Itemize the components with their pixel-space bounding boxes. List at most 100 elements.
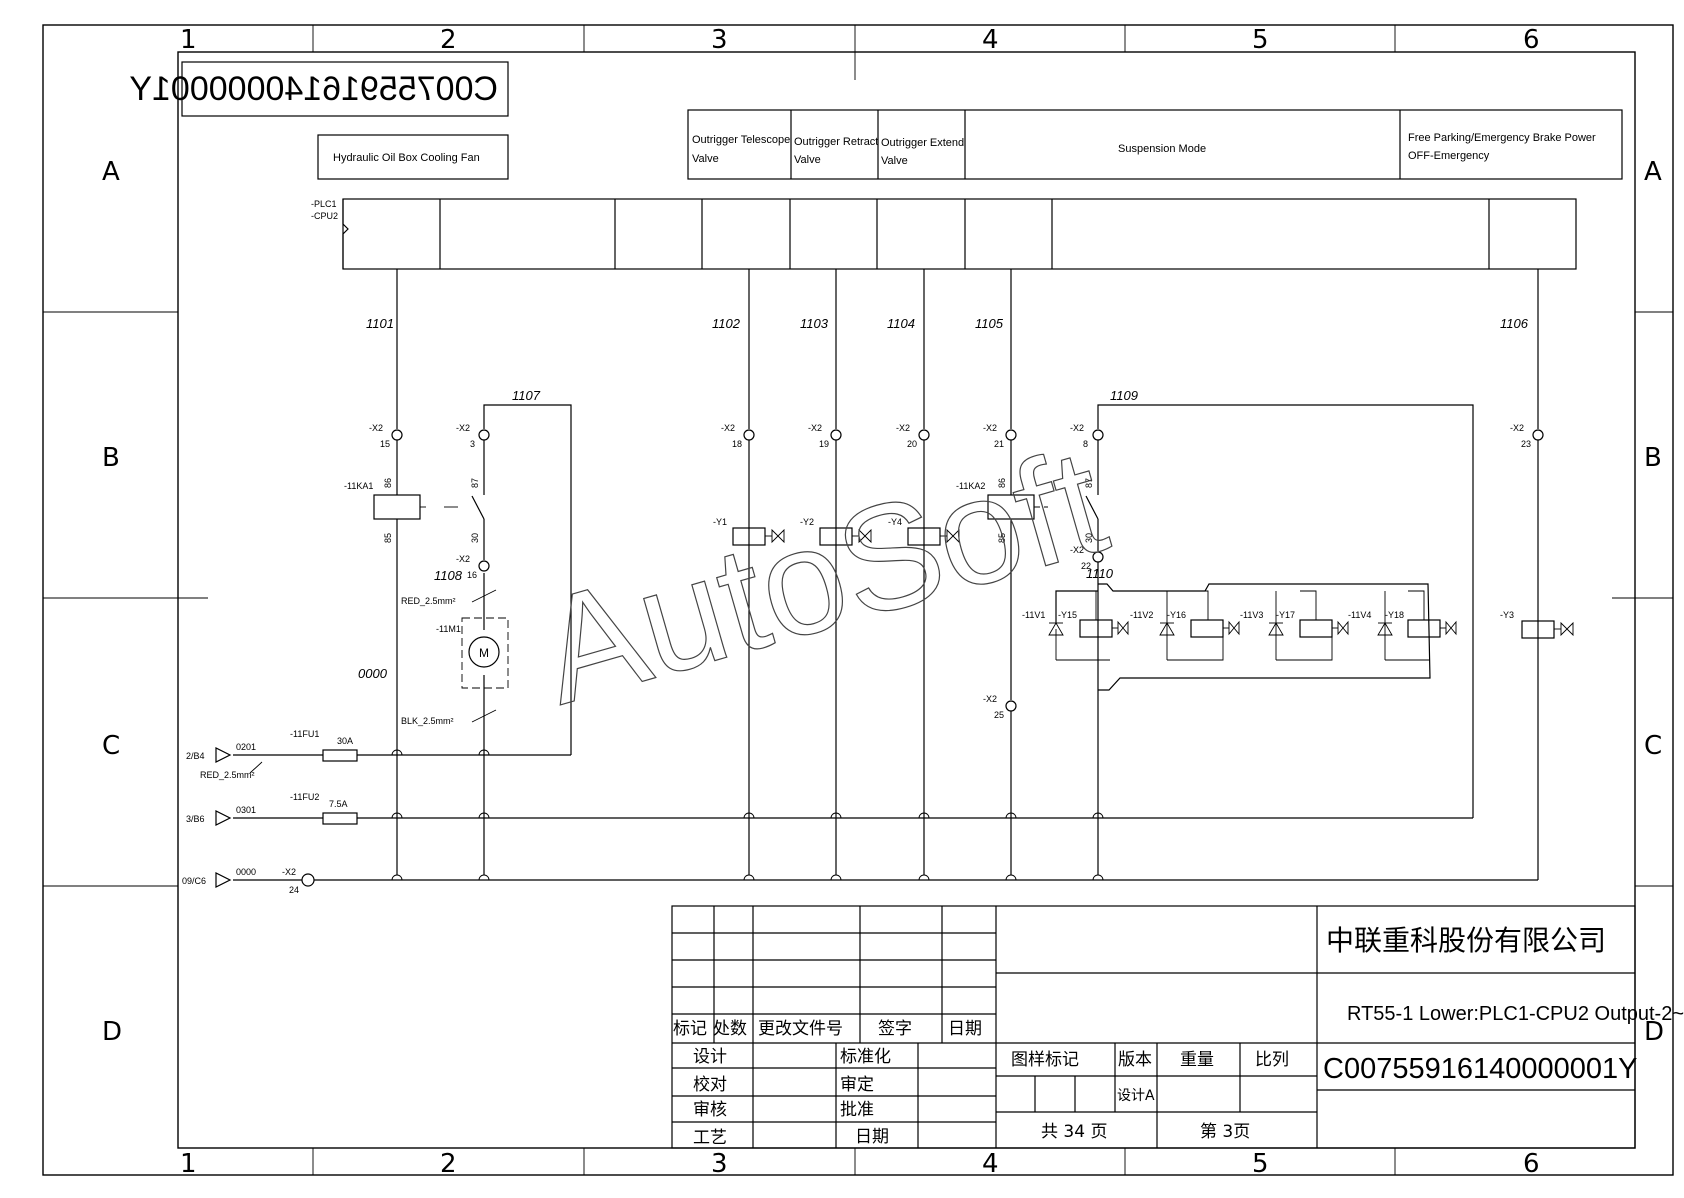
svg-text:30: 30 <box>470 533 480 543</box>
motor-red-cable: RED_2.5mm² <box>401 596 456 606</box>
terminal-x2-19 <box>830 429 842 441</box>
svg-text:22: 22 <box>1081 561 1091 571</box>
plc-output-module: -PLC1 -CPU2 <box>311 198 1577 270</box>
terminal-x2-20 <box>918 429 930 441</box>
header-telescope-line1: Outrigger Telescope <box>692 134 790 146</box>
header-retract-line2: Valve <box>794 154 821 166</box>
wire-1101: 1101 <box>366 316 394 331</box>
svg-text:-X2: -X2 <box>369 423 383 433</box>
supply-ref-2b4: 2/B4 <box>186 751 205 761</box>
terminal-x2-16 <box>478 560 490 572</box>
suspension-valve-group: -11V1 -Y15 -11V2 -Y16 -11V3 -Y17 -11V4 <box>1022 583 1457 691</box>
svg-text:86: 86 <box>383 478 393 488</box>
header-telescope-line2: Valve <box>692 153 719 165</box>
terminal-x2-24 <box>301 873 315 887</box>
mirrored-number-box: C00755916140000001Y <box>129 61 509 117</box>
circuit-wires <box>233 269 1539 881</box>
supply-wire-0301: 0301 <box>236 805 256 815</box>
svg-text:-X2: -X2 <box>983 423 997 433</box>
supply-wire-0000: 0000 <box>236 867 256 877</box>
header-brake-line1: Free Parking/Emergency Brake Power <box>1408 132 1596 144</box>
wire-1102: 1102 <box>712 316 741 331</box>
col-label-top-5: 5 <box>1252 25 1269 55</box>
svg-text:86: 86 <box>997 478 1007 488</box>
terminal-x2-23 <box>1532 429 1544 441</box>
tb-approve: 批准 <box>840 1100 874 1120</box>
svg-text:23: 23 <box>1521 439 1531 449</box>
wire-numbers: 1101 1102 1103 1104 1105 1106 1107 1108 … <box>358 316 1529 681</box>
col-label-top-1: 1 <box>180 25 197 55</box>
grid-labels: 1 2 3 4 5 6 1 2 3 4 5 6 A B C D A B C D <box>102 25 1664 1179</box>
svg-text:-X2: -X2 <box>456 423 470 433</box>
svg-text:21: 21 <box>994 439 1004 449</box>
col-label-bottom-4: 4 <box>982 1149 999 1179</box>
function-headers: Hydraulic Oil Box Cooling Fan Outrigger … <box>317 109 1623 180</box>
tb-version: 版本 <box>1118 1050 1152 1070</box>
wire-1108: 1108 <box>434 568 463 583</box>
svg-text:20: 20 <box>907 439 917 449</box>
header-retract-line1: Outrigger Retract <box>794 136 878 148</box>
fuse-fu1-tag: -11FU1 <box>290 729 319 739</box>
col-label-bottom-2: 2 <box>440 1149 457 1179</box>
row-label-right-d: D <box>1644 1017 1664 1047</box>
row-label-left-c: C <box>102 731 120 761</box>
svg-text:-X2: -X2 <box>1070 423 1084 433</box>
tb-review: 审定 <box>840 1075 874 1095</box>
tb-process: 工艺 <box>693 1128 727 1148</box>
bus-crossings <box>391 749 1104 881</box>
svg-text:-X2: -X2 <box>983 694 997 704</box>
wire-1105: 1105 <box>975 316 1004 331</box>
wire-1107: 1107 <box>512 388 541 403</box>
cooling-fan-motor: M -11M1 RED_2.5mm² BLK_2.5mm² <box>401 589 509 726</box>
svg-text:-X2: -X2 <box>896 423 910 433</box>
svg-text:85: 85 <box>997 533 1007 543</box>
svg-text:15: 15 <box>380 439 390 449</box>
tb-mark: 图样标记 <box>1011 1050 1079 1070</box>
tb-rev-place: 处数 <box>713 1019 747 1039</box>
fuse-fu1-rating: 30A <box>337 736 353 746</box>
svg-text:-Y2: -Y2 <box>800 517 814 527</box>
title-block: 标记 处数 更改文件号 签字 日期 设计 标准化 校对 审定 审核 批准 工艺 … <box>671 905 1684 1149</box>
svg-text:-Y17: -Y17 <box>1276 610 1295 620</box>
col-label-top-4: 4 <box>982 25 999 55</box>
svg-text:30: 30 <box>1084 533 1094 543</box>
cpu-tag: -CPU2 <box>311 211 338 221</box>
supply-ref-09c6: 09/C6 <box>182 876 206 886</box>
valve-y2: -Y2 <box>800 517 872 546</box>
svg-text:16: 16 <box>467 570 477 580</box>
tb-drawing-title: RT55-1 Lower:PLC1-CPU2 Output-2~2 <box>1347 1003 1684 1025</box>
relay-ka1-tag: -11KA1 <box>344 481 373 491</box>
supply-ref-3b6: 3/B6 <box>186 814 205 824</box>
tb-rev-mark: 标记 <box>673 1019 707 1039</box>
plc-tag: -PLC1 <box>311 199 337 209</box>
terminal-x2-8 <box>1092 429 1104 441</box>
svg-text:85: 85 <box>383 533 393 543</box>
tb-rev-date: 日期 <box>948 1019 982 1039</box>
terminal-x2-25 <box>1005 700 1017 712</box>
svg-text:18: 18 <box>732 439 742 449</box>
wire-0000: 0000 <box>358 666 388 681</box>
autosoft-watermark: AutoSoft <box>523 416 1122 736</box>
tb-page: 第 3页 <box>1200 1122 1250 1142</box>
motor-symbol: M <box>479 646 489 660</box>
svg-text:-X2: -X2 <box>1510 423 1524 433</box>
fuse-fu2-tag: -11FU2 <box>290 792 319 802</box>
svg-text:-X2: -X2 <box>1070 545 1084 555</box>
tb-drawing-number: C00755916140000001Y <box>1323 1053 1637 1085</box>
col-label-top-6: 6 <box>1523 25 1540 55</box>
svg-text:-Y1: -Y1 <box>713 517 727 527</box>
col-label-bottom-5: 5 <box>1252 1149 1269 1179</box>
terminal-x2-15 <box>391 429 403 441</box>
header-extend-line1: Outrigger Extend <box>881 137 964 149</box>
row-label-left-d: D <box>102 1017 122 1047</box>
header-cooling-fan: Hydraulic Oil Box Cooling Fan <box>333 152 480 164</box>
relay-11ka2: -11KA2 86 85 87 30 <box>956 478 1099 543</box>
tb-rev-doc: 更改文件号 <box>758 1019 843 1039</box>
row-label-right-a: A <box>1644 157 1662 187</box>
terminals: -X2 15 -X2 3 -X2 18 -X2 19 -X2 20 -X2 21… <box>282 423 1544 895</box>
tb-scale: 比列 <box>1255 1050 1289 1070</box>
tb-date: 日期 <box>855 1127 889 1147</box>
tb-check: 校对 <box>693 1075 727 1095</box>
relay-11ka1: -11KA1 86 85 87 30 <box>344 478 485 543</box>
